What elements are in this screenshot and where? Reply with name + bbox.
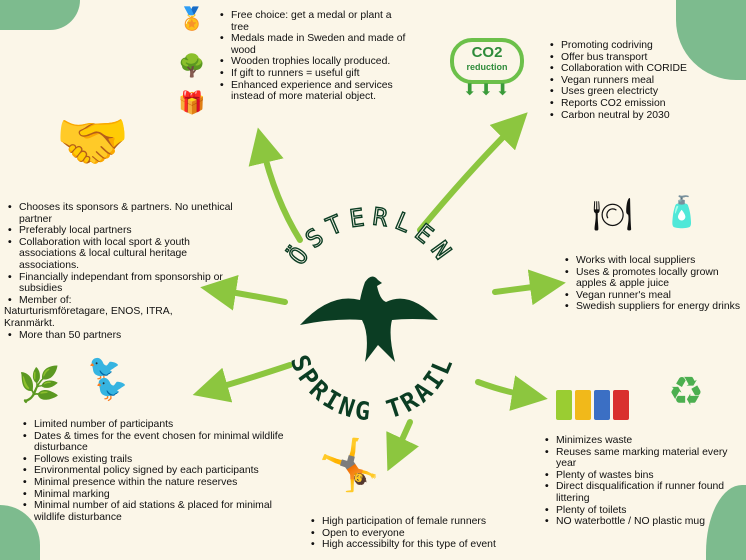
list-item: Reuses same marking material every year: [541, 447, 741, 470]
list-item: Enhanced experience and services instead…: [216, 80, 411, 103]
list-item: Direct disqualification if runner found …: [541, 481, 741, 504]
list-item: Open to everyone: [307, 528, 527, 540]
medal-icon: 🏅: [178, 6, 206, 31]
waste-list: Minimizes waste Reuses same marking mate…: [541, 435, 741, 528]
list-item: Collaboration with CORIDE: [546, 63, 741, 75]
swallow-icon: [300, 276, 438, 362]
gift-icon: 🎁: [178, 90, 206, 115]
list-item: Environmental policy signed by each part…: [19, 465, 304, 477]
co2-reduction-icon: CO2 reduction: [450, 38, 524, 84]
plate-heart-icon: 🍽: [592, 196, 633, 232]
birds-icon: 🐦 🐦: [88, 353, 128, 403]
list-item: Follows existing trails: [19, 454, 304, 466]
people-circle-icon: 🤸: [318, 437, 381, 493]
food-list: Works with local suppliers Uses & promot…: [561, 255, 741, 313]
list-item: Minimal presence within the nature reser…: [19, 477, 304, 489]
logo-top-text: ÖSTERLEN: [282, 202, 455, 271]
arrow-inclusion: [386, 419, 419, 472]
awards-list: Free choice: get a medal or plant a tree…: [216, 10, 411, 103]
list-item: Chooses its sponsors & partners. No unet…: [4, 202, 244, 225]
arrow-food: [492, 269, 566, 306]
list-item: Preferably local partners: [4, 225, 244, 237]
list-item: Swedish suppliers for energy drinks: [561, 301, 741, 313]
list-item: Reports CO2 emission: [546, 98, 741, 110]
logo-bottom-text: SPRING TRAIL: [285, 351, 457, 427]
list-item: Plenty of toilets: [541, 505, 741, 517]
list-item: Wooden trophies locally produced.: [216, 56, 411, 68]
svg-text:ÖSTERLEN: ÖSTERLEN: [282, 202, 460, 270]
list-item: Uses green electricty: [546, 86, 741, 98]
list-item: Collaboration with local sport & youth a…: [4, 237, 244, 272]
list-item: Member of:: [4, 295, 244, 307]
list-item: NO waterbottle / NO plastic mug: [541, 516, 741, 528]
list-item: Vegan runner's meal: [561, 290, 741, 302]
down-arrows-icon: ⬇⬇⬇: [463, 82, 513, 99]
list-item: Vegan runners meal: [546, 75, 741, 87]
list-item: Dates & times for the event chosen for m…: [19, 431, 304, 454]
list-item: High accessibilty for this type of event: [307, 539, 527, 551]
partners-list: Chooses its sponsors & partners. No unet…: [4, 202, 244, 341]
handshake-icon: 🤝: [55, 108, 130, 175]
nature-list: Limited number of participants Dates & t…: [19, 419, 304, 523]
list-item: Promoting codriving: [546, 40, 741, 52]
list-item: Medals made in Sweden and made of wood: [216, 33, 411, 56]
list-item: Financially independant from sponsorship…: [4, 272, 244, 295]
inclusion-list: High participation of female runners Ope…: [307, 516, 527, 551]
list-item: High participation of female runners: [307, 516, 527, 528]
arrow-climate: [417, 112, 528, 233]
list-item: Works with local suppliers: [561, 255, 741, 267]
recycling-bins-icon: [556, 390, 629, 420]
list-item: If gift to runners = useful gift: [216, 68, 411, 80]
list-item: Free choice: get a medal or plant a tree: [216, 10, 411, 33]
climate-list: Promoting codriving Offer bus transport …: [546, 40, 741, 121]
list-item: Uses & promotes locally grown apples & a…: [561, 267, 741, 290]
list-item: Minimal marking: [19, 489, 304, 501]
list-item: Minimizes waste: [541, 435, 741, 447]
list-item: Offer bus transport: [546, 52, 741, 64]
recycle-icon: ♻: [668, 370, 704, 414]
arrow-awards: [248, 127, 303, 243]
tree-icon: 🌳: [178, 53, 206, 78]
leaves-icon: 🌿: [18, 366, 61, 404]
list-item: Plenty of wastes bins: [541, 470, 741, 482]
arrow-nature: [192, 362, 293, 403]
list-item: Minimal number of aid stations & placed …: [19, 500, 304, 523]
water-bottle-icon: 🧴: [663, 196, 701, 229]
list-item: Limited number of participants: [19, 419, 304, 431]
list-item: More than 50 partners: [4, 330, 244, 342]
arrow-waste: [475, 375, 548, 411]
member-organisations: Naturturismföretagare, ENOS, ITRA, Kranm…: [4, 306, 173, 329]
list-item: Carbon neutral by 2030: [546, 110, 741, 122]
svg-text:SPRING TRAIL: SPRING TRAIL: [285, 351, 460, 427]
